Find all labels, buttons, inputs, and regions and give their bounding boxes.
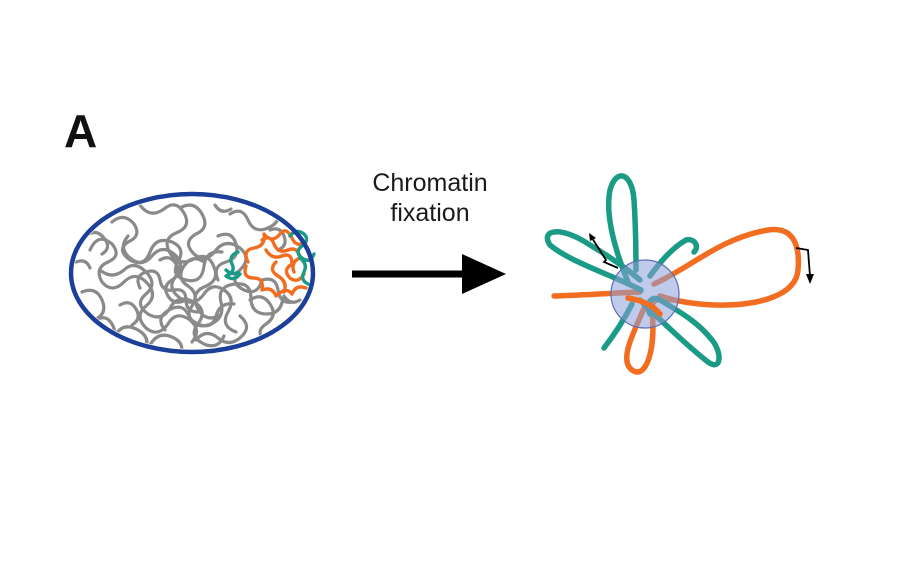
chromatin-strand — [148, 314, 249, 349]
chromatin-strand — [121, 234, 238, 334]
nucleus-fill — [71, 194, 313, 352]
chromatin-strand — [88, 237, 199, 344]
locus-in-nucleus — [224, 229, 316, 298]
crosslink-hub — [610, 259, 680, 329]
fixation-arrow — [352, 254, 506, 294]
teal-strand-left-loop — [544, 229, 644, 293]
chromatin-strand — [110, 215, 224, 283]
direction-arrow-right — [795, 247, 811, 277]
panel-label: A — [64, 105, 98, 157]
direction-arrow-left — [591, 237, 619, 269]
fixation-arrow-head — [462, 254, 506, 294]
orange-strand-right-loop — [651, 226, 802, 308]
step-label: Chromatin fixation — [340, 168, 520, 228]
chromatin-strand — [213, 203, 302, 304]
locus-teal-strand — [224, 250, 242, 281]
step-label-line1: Chromatin — [372, 169, 488, 197]
locus-orange-strand — [264, 248, 306, 294]
crosslinked-locus — [544, 173, 802, 375]
direction-arrow-left-head — [589, 233, 596, 241]
chromatin-strand — [136, 269, 200, 314]
chromatin-strand — [118, 256, 188, 327]
nucleus-membrane — [68, 191, 316, 355]
orange-strand-over-hub — [625, 295, 663, 317]
chromatin-strand — [179, 257, 236, 328]
direction-arrow-right-head — [806, 274, 814, 284]
step-label-line2: fixation — [390, 199, 470, 227]
teal-strand-top-loop — [605, 173, 639, 285]
chromatin-strand — [159, 282, 285, 332]
locus-orange-strand — [243, 229, 308, 298]
nucleus — [68, 191, 316, 355]
direction-markers — [589, 233, 814, 284]
locus-teal-strand — [288, 229, 316, 286]
